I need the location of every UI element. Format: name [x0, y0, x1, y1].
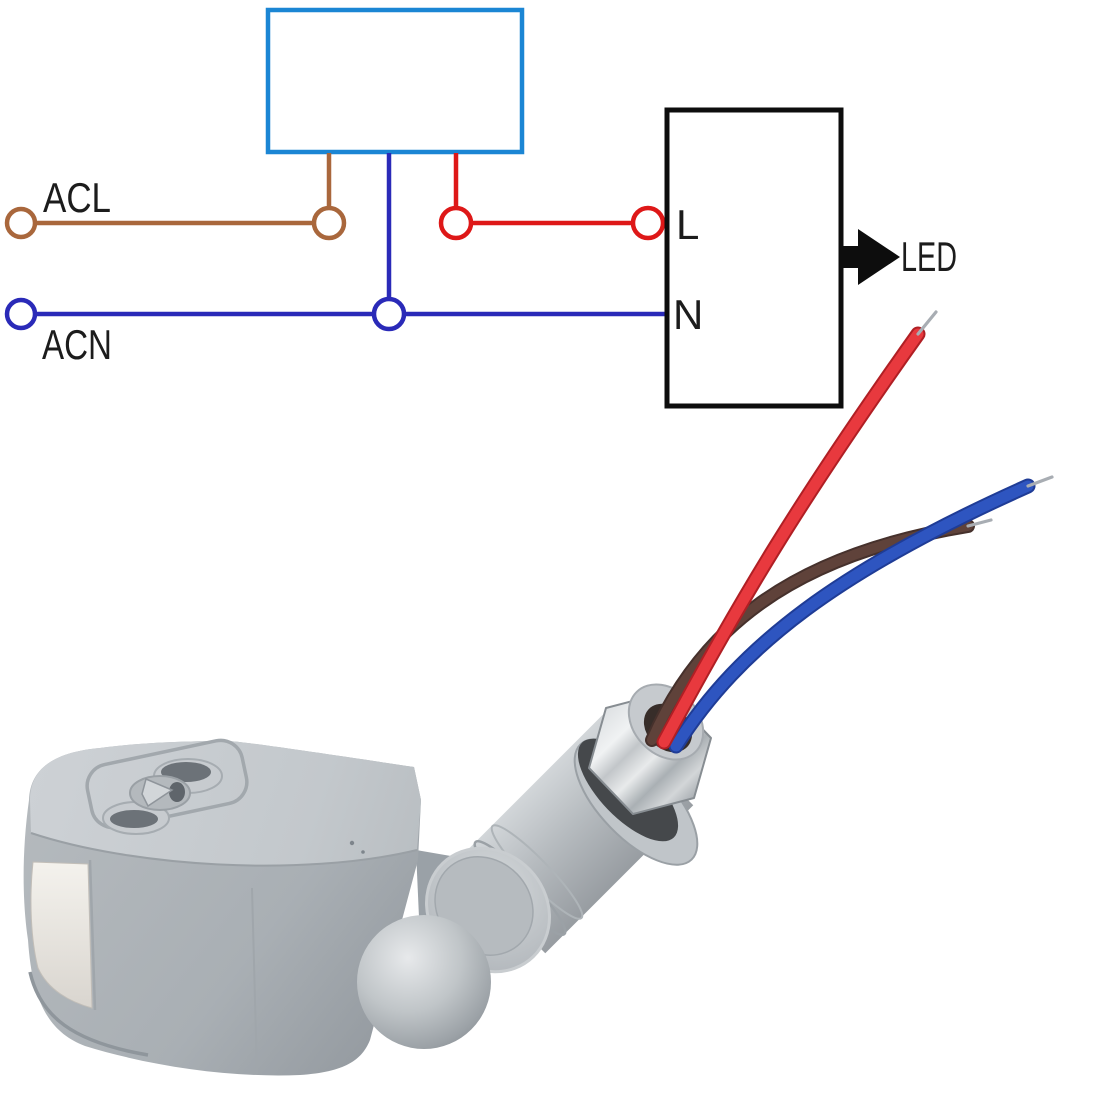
acn-label: ACN — [42, 321, 112, 368]
center-pointer-knob — [129, 775, 191, 811]
blue-lead-wire — [668, 475, 1054, 754]
live-terminal-circle — [630, 205, 666, 241]
sensor-box — [265, 7, 525, 155]
bare-tip — [1026, 475, 1054, 488]
wire-core — [670, 480, 1034, 752]
dial-recess-outline — [85, 738, 249, 830]
live-terminal-label: L — [676, 201, 699, 248]
led-label: LED — [901, 233, 957, 280]
red-junction-circle — [438, 205, 474, 241]
lens-frame-line — [88, 859, 97, 1011]
blue-junction-circle — [371, 296, 407, 332]
pointer-wedge — [141, 777, 174, 808]
screw-dot — [361, 850, 365, 854]
lens-ledge-line — [28, 971, 149, 1057]
bare-tip — [966, 518, 993, 528]
brown-junction-circle — [311, 205, 347, 241]
wire-core — [647, 521, 973, 745]
screw-dot — [349, 840, 355, 846]
dial-slot — [110, 810, 158, 828]
pir-sensor-photo — [23, 310, 1054, 1076]
driver-box — [664, 107, 844, 409]
brown-lead-wire — [645, 518, 993, 747]
acl-terminal-circle — [4, 206, 38, 240]
body-seam-line — [251, 887, 258, 1075]
acn-terminal-circle — [4, 297, 38, 331]
wiring-diagram: ACL ACN L N LED — [4, 7, 957, 409]
ball-joint — [357, 915, 491, 1049]
led-arrow-icon — [843, 229, 900, 285]
neutral-terminal-label: N — [673, 291, 703, 338]
body-edge-line — [30, 832, 418, 867]
acl-label: ACL — [43, 174, 111, 221]
sensor-lens — [30, 861, 93, 1009]
knob-slot — [169, 782, 185, 802]
bare-tip — [916, 310, 938, 336]
wire-core — [658, 328, 924, 748]
red-lead-wire — [656, 310, 938, 750]
